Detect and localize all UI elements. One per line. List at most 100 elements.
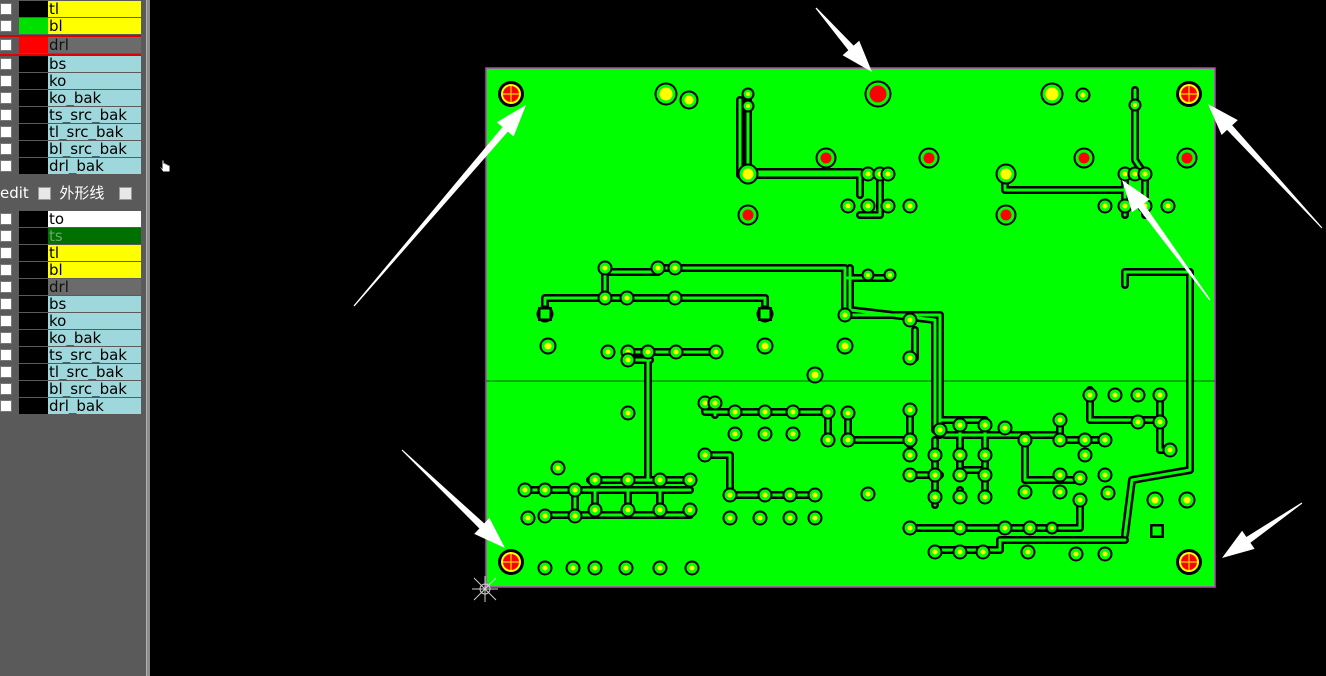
pad-hole: [1078, 152, 1090, 164]
layer-visibility-checkbox[interactable]: [0, 92, 12, 104]
layer-color-swatch[interactable]: [19, 330, 48, 346]
layer-name-label[interactable]: tl: [48, 1, 141, 17]
layer-name-label[interactable]: bl_src_bak: [48, 381, 141, 397]
layer-visibility-checkbox[interactable]: [0, 39, 12, 51]
layer-color-swatch[interactable]: [19, 364, 48, 380]
outline-checkbox[interactable]: [37, 187, 51, 200]
layer-row-ts[interactable]: ts: [0, 228, 141, 245]
layer-color-swatch[interactable]: [19, 73, 48, 89]
layer-name-label[interactable]: to: [48, 211, 141, 227]
layer-name-label[interactable]: tl: [48, 245, 141, 261]
layer-color-swatch[interactable]: [19, 296, 48, 312]
layer-row-drl[interactable]: drl: [0, 37, 141, 56]
layer-color-swatch[interactable]: [19, 313, 48, 329]
layer-color-swatch[interactable]: [19, 398, 48, 414]
layer-row-to[interactable]: to: [0, 211, 141, 228]
layer-visibility-checkbox[interactable]: [0, 332, 12, 344]
layer-color-swatch[interactable]: [19, 141, 48, 157]
pad: [659, 87, 673, 101]
layer-color-swatch[interactable]: [19, 262, 48, 278]
layer-color-swatch[interactable]: [19, 158, 48, 174]
layer-color-swatch[interactable]: [19, 228, 48, 244]
layer-row-tl[interactable]: tl: [0, 1, 141, 18]
layer-name-label[interactable]: bl_src_bak: [48, 141, 141, 157]
layer-visibility-checkbox[interactable]: [0, 20, 12, 32]
layer-visibility-checkbox[interactable]: [0, 160, 12, 172]
layer-color-swatch[interactable]: [19, 381, 48, 397]
layer-name-label[interactable]: drl_bak: [48, 398, 141, 414]
layer-name-label[interactable]: ko_bak: [48, 90, 141, 106]
layer-color-swatch[interactable]: [19, 1, 48, 17]
panel-splitter[interactable]: [146, 0, 150, 676]
layer-color-swatch[interactable]: [19, 124, 48, 140]
trace: [573, 488, 662, 517]
pad: [684, 95, 694, 105]
layer-row-bl[interactable]: bl: [0, 18, 141, 37]
layer-row-bs[interactable]: bs: [0, 56, 141, 73]
layer-name-label[interactable]: ko: [48, 313, 141, 329]
layer-row-ts-src-bak[interactable]: ts_src_bak: [0, 347, 141, 364]
layer-visibility-checkbox[interactable]: [0, 143, 12, 155]
layer-row-ko-bak[interactable]: ko_bak: [0, 90, 141, 107]
layer-row-drl[interactable]: drl: [0, 279, 141, 296]
layer-row-ko[interactable]: ko: [0, 313, 141, 330]
layer-name-label[interactable]: ko: [48, 73, 141, 89]
layer-visibility-checkbox[interactable]: [0, 366, 12, 378]
layer-color-swatch[interactable]: [19, 107, 48, 123]
layer-visibility-checkbox[interactable]: [0, 383, 12, 395]
layer-row-ko-bak[interactable]: ko_bak: [0, 330, 141, 347]
layer-name-label[interactable]: ts_src_bak: [48, 347, 141, 363]
layer-visibility-checkbox[interactable]: [0, 315, 12, 327]
layer-name-label[interactable]: ko_bak: [48, 330, 141, 346]
layer-visibility-checkbox[interactable]: [0, 3, 12, 15]
layer-visibility-checkbox[interactable]: [0, 75, 12, 87]
layer-color-swatch[interactable]: [19, 90, 48, 106]
layer-name-label[interactable]: bl: [48, 18, 141, 34]
layer-color-swatch[interactable]: [19, 211, 48, 227]
layer-name-label[interactable]: drl: [48, 37, 141, 53]
third-checkbox[interactable]: [119, 187, 133, 200]
layer-visibility-checkbox[interactable]: [0, 400, 12, 412]
layer-row-bl-src-bak[interactable]: bl_src_bak: [0, 381, 141, 398]
layer-name-label[interactable]: tl_src_bak: [48, 364, 141, 380]
pad: [1022, 489, 1028, 495]
pad: [1057, 489, 1063, 495]
layer-visibility-checkbox[interactable]: [0, 281, 12, 293]
layer-visibility-checkbox[interactable]: [0, 230, 12, 242]
layer-row-drl-bak[interactable]: drl_bak: [0, 158, 141, 175]
layer-name-label[interactable]: bs: [48, 56, 141, 72]
layer-visibility-checkbox[interactable]: [0, 247, 12, 259]
layer-visibility-checkbox[interactable]: [0, 58, 12, 70]
layer-color-swatch[interactable]: [19, 347, 48, 363]
layer-visibility-checkbox[interactable]: [0, 213, 12, 225]
layer-name-label[interactable]: ts_src_bak: [48, 107, 141, 123]
layer-name-label[interactable]: bl: [48, 262, 141, 278]
layer-row-tl-src-bak[interactable]: tl_src_bak: [0, 364, 141, 381]
layer-row-bl[interactable]: bl: [0, 262, 141, 279]
layer-visibility-checkbox[interactable]: [0, 264, 12, 276]
layer-row-ts-src-bak[interactable]: ts_src_bak: [0, 107, 141, 124]
layer-name-label[interactable]: tl_src_bak: [48, 124, 141, 140]
layer-color-swatch[interactable]: [19, 37, 48, 53]
layer-row-bl-src-bak[interactable]: bl_src_bak: [0, 141, 141, 158]
layer-visibility-checkbox[interactable]: [0, 298, 12, 310]
layer-row-drl-bak[interactable]: drl_bak: [0, 398, 141, 415]
layer-name-label[interactable]: bs: [48, 296, 141, 312]
layer-visibility-checkbox[interactable]: [0, 126, 12, 138]
layer-color-swatch[interactable]: [19, 279, 48, 295]
layer-color-swatch[interactable]: [19, 56, 48, 72]
pad: [525, 515, 531, 521]
layer-visibility-checkbox[interactable]: [0, 349, 12, 361]
layer-color-swatch[interactable]: [19, 245, 48, 261]
layer-color-swatch[interactable]: [19, 18, 48, 34]
layer-name-label[interactable]: ts: [48, 228, 141, 244]
layer-row-bs[interactable]: bs: [0, 296, 141, 313]
layer-row-tl-src-bak[interactable]: tl_src_bak: [0, 124, 141, 141]
layer-name-label[interactable]: drl: [48, 279, 141, 295]
layer-row-ko[interactable]: ko: [0, 73, 141, 90]
pad: [746, 104, 750, 108]
layer-row-tl[interactable]: tl: [0, 245, 141, 262]
layer-name-label[interactable]: drl_bak: [48, 158, 141, 174]
layer-visibility-checkbox[interactable]: [0, 109, 12, 121]
